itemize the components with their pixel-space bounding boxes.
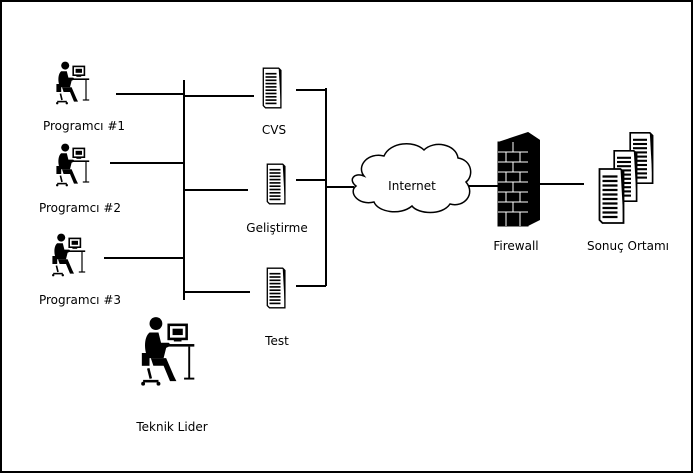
programmer-2: Programcı #2 [39,142,121,215]
server-test: Test [264,267,289,348]
server-cvs: CVS [262,67,286,137]
server-tower-icon [266,163,286,205]
production-environment: Sonuç Ortamı [587,131,669,253]
team-lead-label: Teknik Lider [135,420,207,434]
programmer-1-label: Programcı #1 [43,119,125,133]
programmer-2-label: Programcı #2 [39,201,121,215]
firewall-brick-wall-icon [497,132,540,227]
server-gelistirme-label: Geliştirme [246,221,307,235]
server-gelistirme: Geliştirme [246,163,308,235]
firewall: Firewall [493,132,540,253]
server-tower-icon [266,267,286,309]
programmer-3: Programcı #3 [39,232,121,307]
server-test-label: Test [264,334,289,348]
internet-label: Internet [388,179,436,193]
cloud-icon [351,143,472,214]
programmer-3-label: Programcı #3 [39,293,121,307]
team-lead: Teknik Lider [135,315,208,434]
programmer-1: Programcı #1 [43,60,125,133]
firewall-label: Firewall [493,239,538,253]
connection-lines [104,80,584,300]
production-label: Sonuç Ortamı [587,239,669,253]
server-tower-icon [262,67,282,109]
server-cvs-label: CVS [262,123,286,137]
internet-cloud: Internet [351,143,472,214]
